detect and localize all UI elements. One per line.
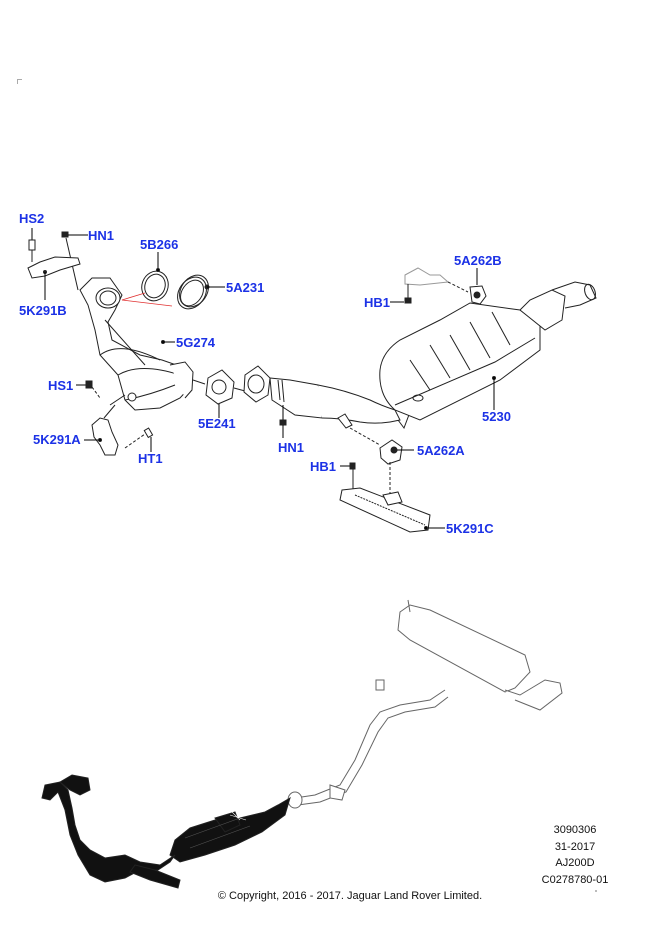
ref-number: 3090306 <box>553 824 597 836</box>
callout-5a262a[interactable]: 5A262A <box>417 443 465 458</box>
callout-5b266[interactable]: 5B266 <box>140 237 179 252</box>
catalytic-converter-5g274-part <box>79 277 194 411</box>
insulator-5a262b-part <box>390 267 487 305</box>
week-year: 31-2017 <box>554 841 596 853</box>
callout-hn1-mid[interactable]: HN1 <box>278 440 305 455</box>
callout-hb1-bottom[interactable]: HB1 <box>310 459 337 474</box>
clamp-5a231-part <box>177 274 225 310</box>
bracket-5k291b-part <box>27 256 81 300</box>
illustration-id: C0278780-01 <box>541 874 609 886</box>
system-overview-illustration <box>41 599 563 889</box>
callout-5k291b[interactable]: 5K291B <box>19 303 67 318</box>
stud-ht1-part <box>124 427 154 452</box>
bracket-5k291c-part <box>339 462 445 533</box>
engine-code: AJ200D <box>555 857 595 869</box>
callout-hn1-top[interactable]: HN1 <box>88 228 115 243</box>
callout-5a262b[interactable]: 5A262B <box>454 253 502 268</box>
callout-hs2[interactable]: HS2 <box>19 211 45 226</box>
callout-hs1[interactable]: HS1 <box>48 378 74 393</box>
copyright-notice: © Copyright, 2016 - 2017. Jaguar Land Ro… <box>217 890 483 902</box>
callout-5230[interactable]: 5230 <box>482 409 511 424</box>
callout-5k291a[interactable]: 5K291A <box>33 432 81 447</box>
callout-5g274[interactable]: 5G274 <box>176 335 216 350</box>
stud-hs2-part <box>28 228 36 262</box>
muffler-5230-part <box>379 281 597 421</box>
flange-gasket-5e241-part <box>192 369 246 418</box>
callout-ht1[interactable]: HT1 <box>138 451 163 466</box>
callout-5k291c[interactable]: 5K291C <box>446 521 494 536</box>
front-pipe-part <box>243 365 411 446</box>
gasket-5b266-part <box>141 252 169 302</box>
crop-mark <box>595 890 597 892</box>
callout-5e241[interactable]: 5E241 <box>198 416 236 431</box>
callout-5a231[interactable]: 5A231 <box>226 280 265 295</box>
bracket-5k291a-part <box>84 394 126 456</box>
crop-mark <box>17 79 22 84</box>
insulator-5a262a-part <box>379 439 414 495</box>
callout-hb1-top[interactable]: HB1 <box>364 295 391 310</box>
alignment-lines <box>121 292 173 307</box>
stud-hs1-part <box>76 380 101 399</box>
